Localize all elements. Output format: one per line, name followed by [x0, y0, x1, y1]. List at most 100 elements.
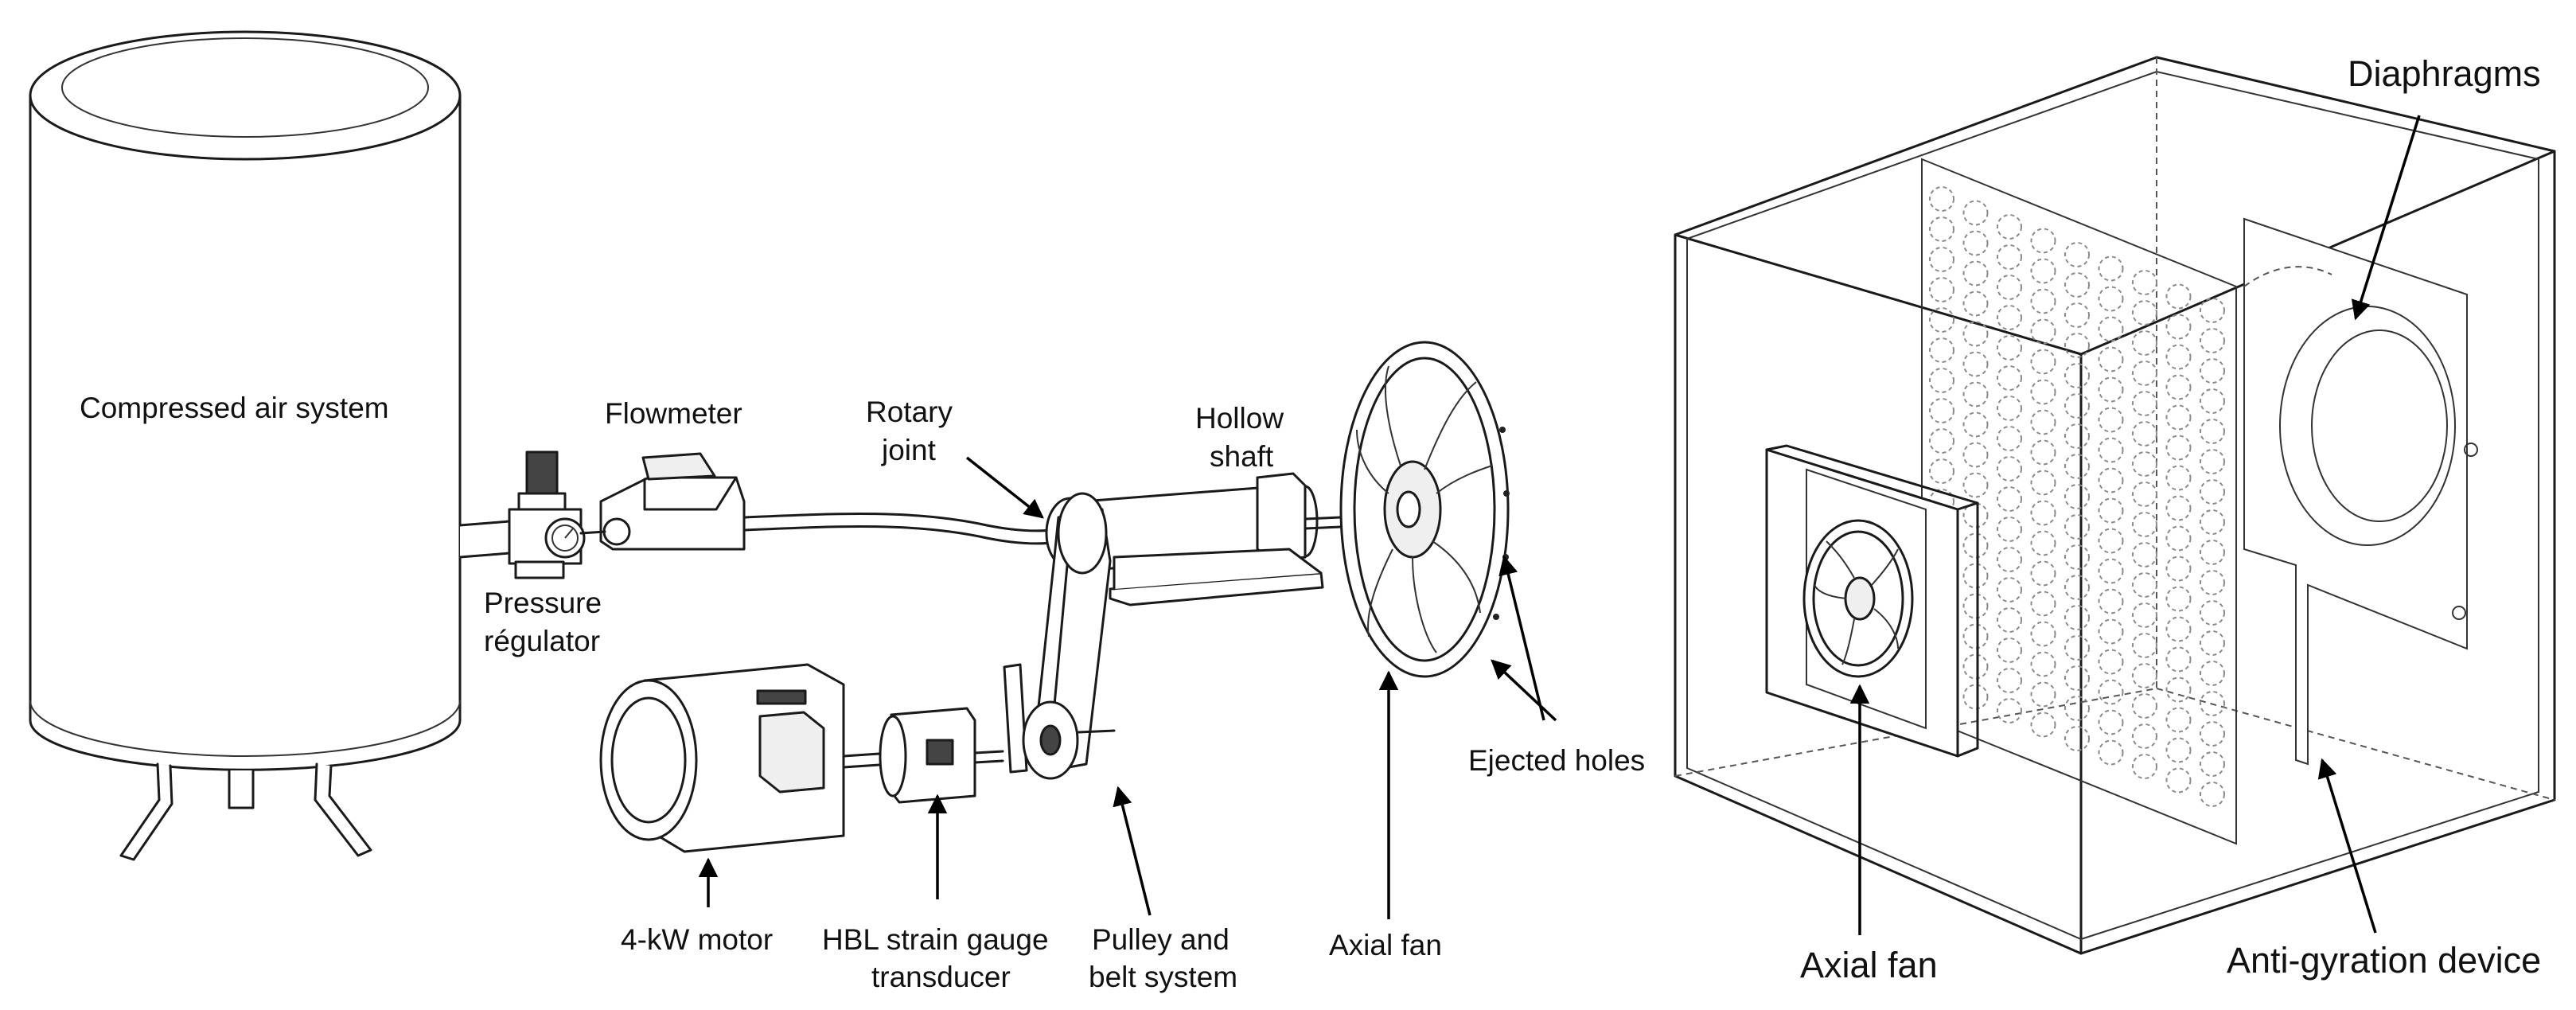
label-pulley-1: Pulley and [1092, 923, 1230, 956]
perforation-hole [2132, 512, 2157, 537]
perforation-hole [1929, 458, 1954, 484]
perforation-hole [1962, 442, 1989, 468]
perforation-hole [2165, 495, 2192, 521]
label-rotary-joint-2: joint [881, 434, 937, 466]
label-ejected-holes: Ejected holes [1468, 744, 1645, 777]
perforation-hole [2200, 570, 2225, 595]
perforation-hole [2165, 737, 2192, 763]
perforation-hole [2030, 258, 2056, 284]
perforation-hole [1929, 307, 1954, 333]
perforation-hole [1962, 472, 1989, 498]
perforation-hole [2132, 723, 2157, 749]
label-hollow-shaft-2: shaft [1210, 440, 1274, 473]
perforation-hole [2064, 514, 2090, 540]
perforation-hole [1929, 428, 1954, 454]
perforation-hole [2200, 298, 2225, 323]
arrow-ejected-holes-1 [1498, 555, 1545, 721]
flowmeter-device [579, 452, 746, 551]
perforation-hole [1929, 368, 1954, 393]
perforation-hole [2200, 691, 2225, 716]
perforation-hole [1929, 216, 1954, 242]
perforation-hole [2200, 388, 2225, 414]
perforation-hole [2200, 721, 2225, 747]
perforation-hole [2098, 497, 2124, 524]
perforation-hole [2030, 591, 2056, 617]
perforation-hole [2132, 482, 2157, 507]
perforation-hole [2132, 542, 2157, 567]
perforation-hole [1997, 547, 2022, 572]
perforation-hole [2200, 419, 2225, 444]
perforation-hole [2132, 361, 2157, 386]
perforation-hole [2165, 404, 2192, 431]
perforation-hole [2064, 302, 2090, 328]
perforation-hole [2030, 470, 2056, 496]
arrow-rotary-joint [965, 456, 1044, 519]
perforation-hole [2165, 465, 2192, 491]
perforation-hole [2098, 316, 2124, 342]
perforation-hole [2098, 618, 2124, 645]
perforation-hole [2200, 479, 2225, 505]
label-pressure-regulator-2: régulator [484, 625, 600, 657]
perforation-hole [1929, 398, 1954, 423]
perforation-hole [1929, 337, 1954, 363]
compressed-air-tank [29, 30, 462, 861]
perforation-hole [2064, 635, 2090, 661]
perforation-hole [2165, 586, 2192, 612]
perforation-hole [1997, 365, 2022, 391]
perforation-hole [2132, 451, 2157, 477]
label-flowmeter: Flowmeter [605, 397, 742, 430]
perforation-hole [2165, 435, 2192, 461]
perforation-hole [1997, 607, 2022, 633]
perforation-hole [2098, 558, 2124, 584]
pressure-regulator [508, 450, 586, 579]
perforation-hole [2064, 605, 2090, 630]
perforation-hole [2165, 707, 2192, 733]
perforation-hole [1997, 275, 2022, 300]
perforation-hole [2132, 421, 2157, 447]
perforation-hole [1997, 244, 2022, 270]
label-anti-gyration: Anti-gyration device [2227, 940, 2541, 981]
perforation-hole [2200, 509, 2225, 535]
perforation-hole [2165, 374, 2192, 400]
labels: Compressed air system Flowmeter Pressure… [80, 53, 2541, 993]
perforation-hole [2165, 283, 2192, 310]
test-box [1674, 56, 2556, 955]
perforation-hole [2030, 349, 2056, 375]
perforation-hole [2098, 407, 2124, 433]
arrow-diaphragms [2351, 115, 2421, 321]
perforation-hole [2165, 344, 2192, 370]
perforation-hole [2165, 616, 2192, 642]
arrow-pulley [1113, 786, 1152, 916]
perforation-hole [2132, 572, 2157, 598]
perforation-hole [1962, 381, 1989, 408]
perforation-hole [2064, 454, 2090, 479]
perforation-hole [2165, 767, 2192, 794]
perforation-hole [1962, 321, 1989, 347]
perforation-hole [2064, 575, 2090, 600]
perforation-hole [2030, 500, 2056, 526]
perforation-hole [1962, 623, 1989, 649]
perforation-hole [1962, 684, 1989, 710]
perforation-hole [1997, 396, 2022, 421]
label-transducer-1: HBL strain gauge [822, 923, 1049, 956]
callout-arrows [698, 115, 2421, 935]
perforation-hole [1997, 668, 2022, 693]
perforation-hole [2098, 679, 2124, 705]
label-axial-fan-right: Axial fan [1800, 945, 1938, 985]
perforation-hole [2030, 288, 2056, 314]
arrow-ejected-holes-2 [1491, 659, 1557, 722]
perforation-hole [2132, 270, 2157, 295]
perforation-hole [1962, 230, 1989, 256]
perforation-hole [2098, 528, 2124, 554]
perforation-hole [2165, 677, 2192, 703]
perforation-hole [1962, 291, 1989, 317]
perforation-hole [2132, 663, 2157, 688]
perforation-hole [1997, 214, 2022, 240]
perforation-hole [2064, 726, 2090, 751]
perforation-hole [1997, 456, 2022, 482]
perforation-hole [2064, 333, 2090, 358]
perforation-hole [2132, 391, 2157, 416]
label-motor: 4-kW motor [621, 923, 773, 956]
perforation-hole [1929, 186, 1954, 212]
